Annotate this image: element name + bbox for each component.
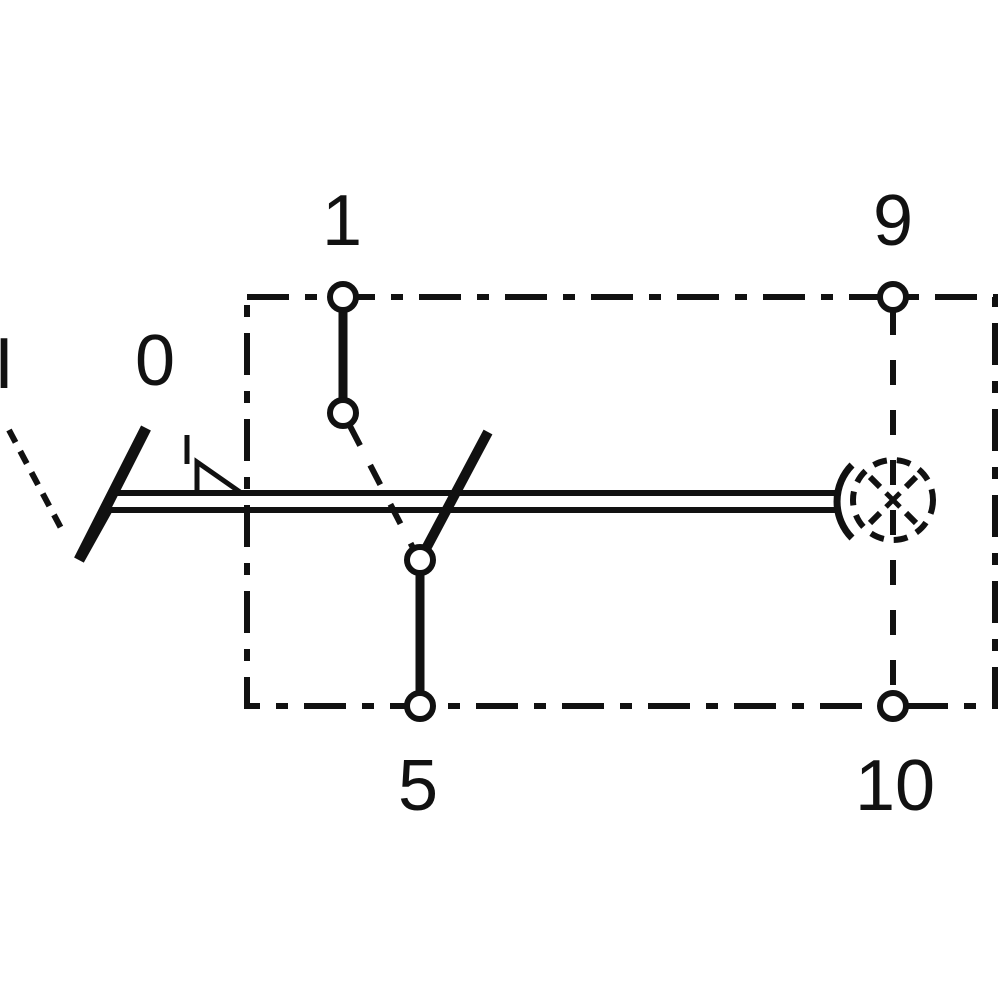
moving-contact-dashed	[347, 424, 416, 550]
terminal-9	[877, 281, 909, 313]
terminal-label-9: 9	[873, 181, 913, 261]
position-label-on: I	[0, 324, 14, 404]
rocker-alt-position	[6, 428, 65, 532]
rocker-actuator	[74, 425, 151, 563]
terminal-5	[404, 690, 436, 722]
pivot-lower	[404, 544, 436, 576]
lamp-icon	[833, 457, 936, 543]
terminal-label-5: 5	[398, 746, 438, 826]
housing-outline	[244, 294, 998, 709]
position-label-off: 0	[135, 321, 175, 401]
terminal-label-10: 10	[855, 746, 935, 826]
pivot-upper	[327, 397, 359, 429]
detent-triangle	[194, 457, 242, 495]
terminal-1	[327, 281, 359, 313]
terminal-label-1: 1	[322, 181, 362, 261]
terminal-10	[877, 690, 909, 722]
